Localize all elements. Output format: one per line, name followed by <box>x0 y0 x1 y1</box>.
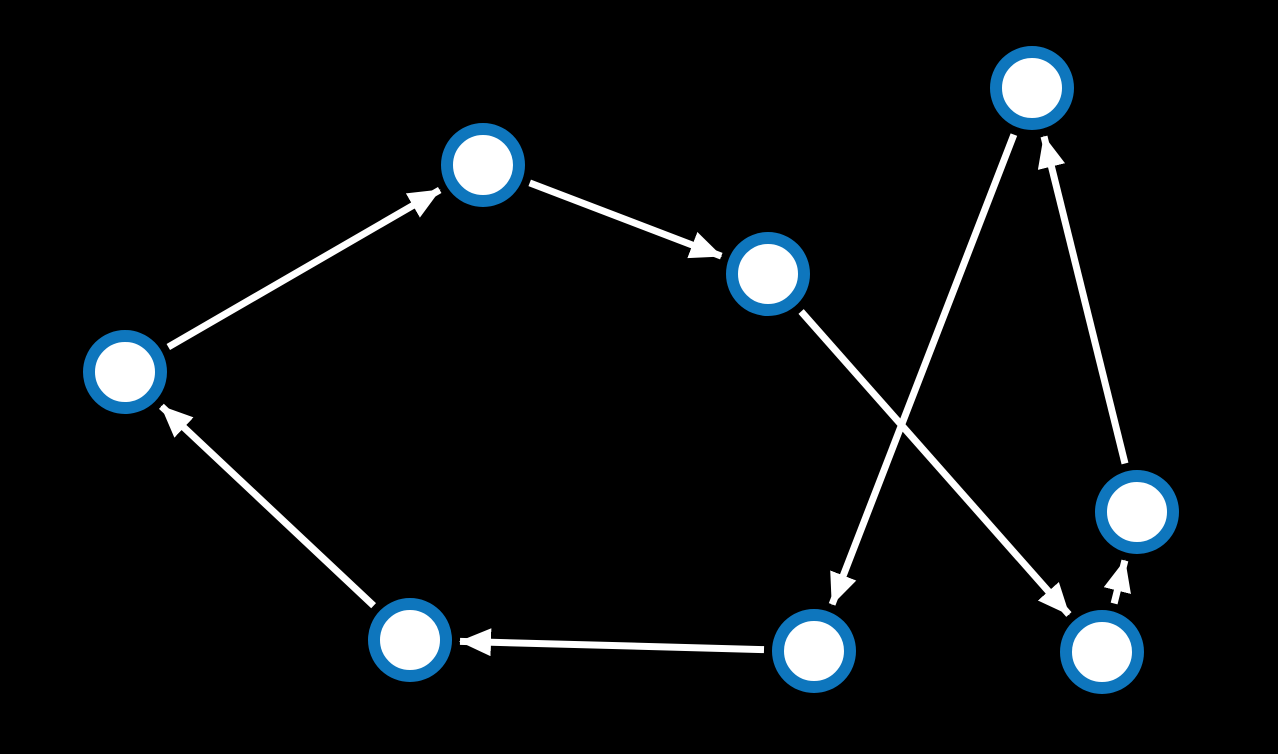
graph-edge-node-bottom-right-to-node-right <box>1103 559 1131 605</box>
graph-node-upper-left <box>441 123 525 207</box>
graph-node-bottom-left <box>368 598 452 682</box>
graph-edge-node-upper-left-to-node-middle <box>528 179 723 260</box>
graph-node-left <box>83 330 167 414</box>
graph-edge-node-top-right-to-node-bottom-middle <box>828 133 1018 606</box>
graph-edge-node-right-to-node-top-right <box>1037 135 1129 465</box>
graph-node-top-right <box>990 46 1074 130</box>
graph-edge-node-left-to-node-upper-left <box>166 186 442 351</box>
graph-node-right <box>1095 470 1179 554</box>
graph-edge-node-middle-to-node-bottom-right <box>798 309 1072 617</box>
graph-edge-node-bottom-left-to-node-left <box>159 403 376 609</box>
graph-node-middle <box>726 232 810 316</box>
graph-node-bottom-right <box>1060 610 1144 694</box>
graph-edge-node-bottom-middle-to-node-bottom-left <box>459 628 765 657</box>
graph-node-bottom-middle <box>772 609 856 693</box>
